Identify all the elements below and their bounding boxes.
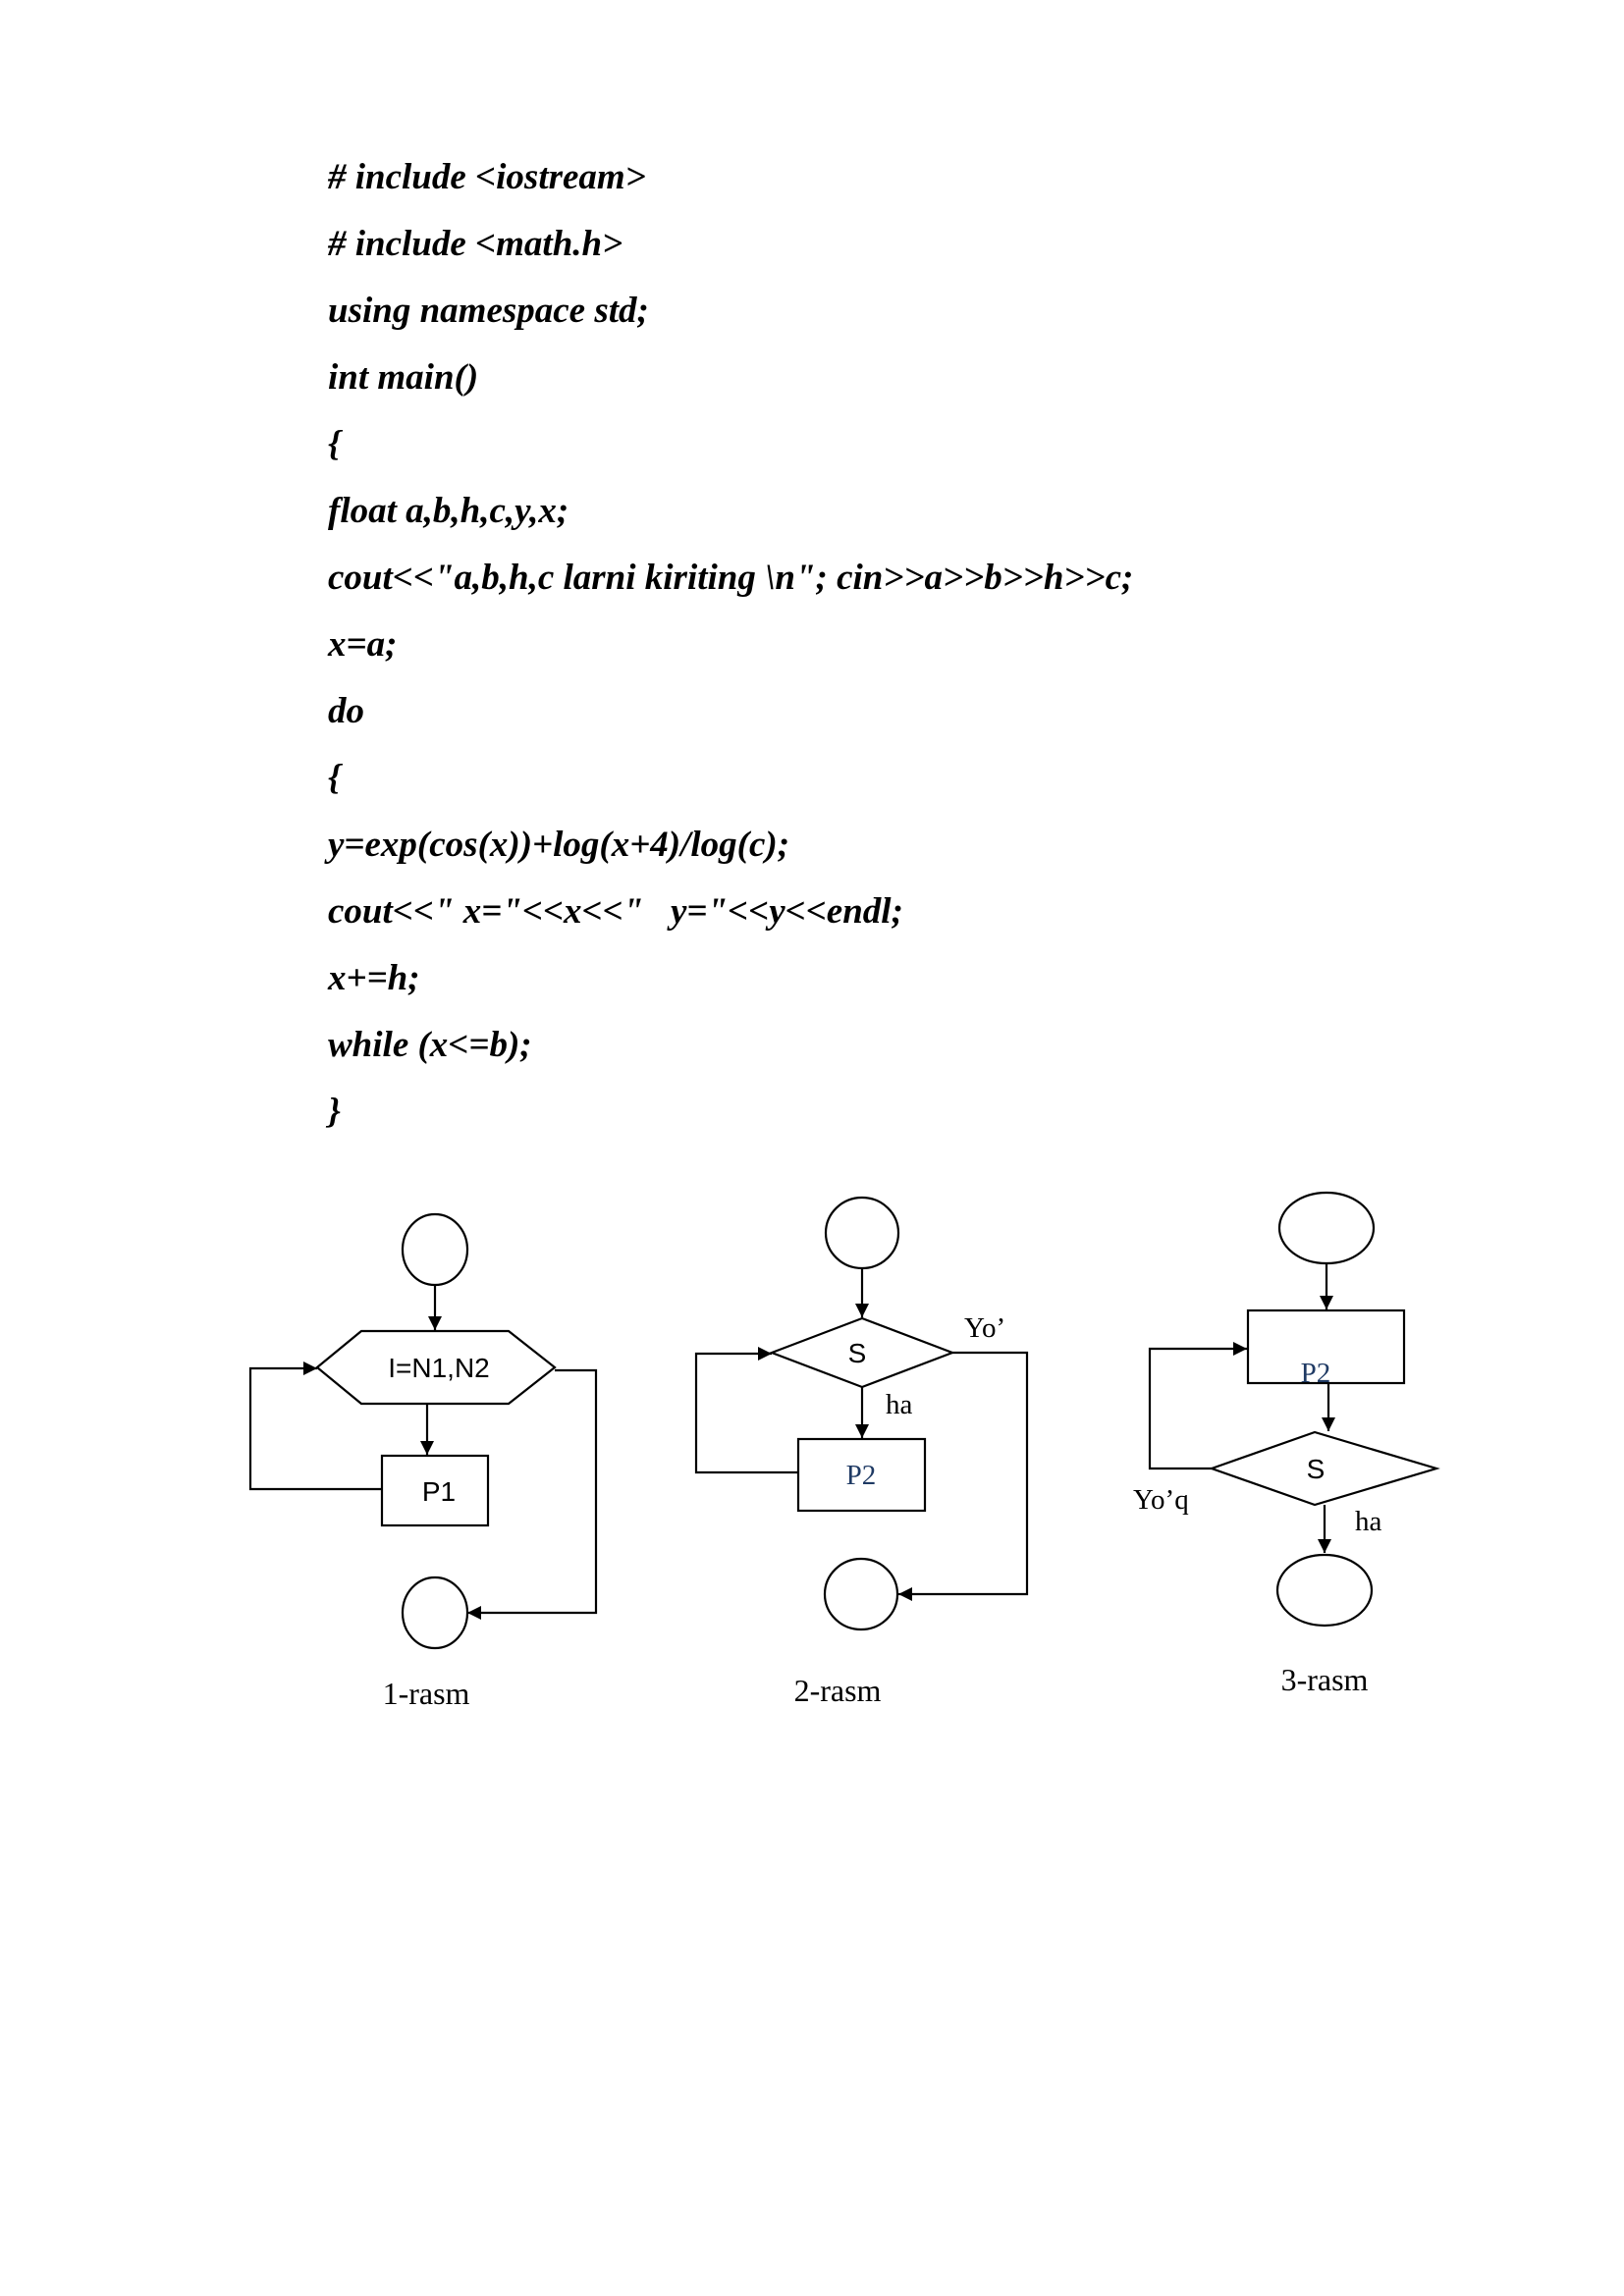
code-line: } [328, 1092, 341, 1132]
code-line: cout<<" x="<<x<<" y="<<y<<endl; [328, 891, 903, 932]
code-line: # include <math.h> [328, 224, 623, 264]
no-branch-label: Yo’q [1133, 1484, 1189, 1516]
start-terminal [824, 1196, 900, 1270]
code-line: { [328, 758, 341, 798]
loop-hexagon [315, 1329, 557, 1406]
exit-arrow [467, 1368, 598, 1620]
yes-branch-label: ha [1355, 1506, 1382, 1537]
condition-label: S [1307, 1454, 1326, 1484]
code-line: cout<<"a,b,h,c larni kiriting \n"; cin>>… [328, 558, 1134, 598]
code-line: do [328, 691, 364, 731]
code-line: { [328, 424, 341, 464]
process-label: P2 [1301, 1358, 1331, 1389]
figure-1-for-loop: I=N1,N2 P1 1-rasm [248, 1212, 598, 1711]
yes-branch-label: ha [886, 1389, 913, 1420]
code-line: y=exp(cos(x))+log(x+4)/log(c); [328, 825, 790, 865]
end-terminal [401, 1575, 469, 1650]
start-terminal [1277, 1191, 1376, 1265]
code-line: float a,b,h,c,y,x; [328, 491, 569, 531]
process-box [1246, 1308, 1406, 1385]
exit-arrow [898, 1351, 1029, 1601]
code-line: int main() [328, 357, 479, 398]
end-terminal [823, 1557, 899, 1631]
figure-caption: 1-rasm [383, 1676, 470, 1711]
code-line: x=a; [328, 624, 398, 665]
code-line: # include <iostream> [328, 157, 646, 197]
code-line: while (x<=b); [328, 1025, 532, 1065]
process-label: P2 [846, 1460, 877, 1491]
figure-3-do-while-loop: P2 S Yo’q ha 3-rasm [1133, 1191, 1440, 1697]
process-box [796, 1437, 927, 1513]
loop-back-arrow [248, 1362, 382, 1491]
process-label: P1 [422, 1476, 456, 1507]
code-line: x+=h; [328, 958, 420, 998]
figure-2-while-loop: S Yo’ ha P2 2-rasm [694, 1196, 1029, 1708]
no-branch-label: Yo’ [964, 1312, 1005, 1344]
process-box [380, 1454, 490, 1527]
loop-back-arrow [694, 1347, 798, 1474]
start-terminal [401, 1212, 469, 1287]
figure-caption: 3-rasm [1281, 1662, 1369, 1697]
loop-label: I=N1,N2 [388, 1353, 490, 1383]
code-line: using namespace std; [328, 291, 649, 331]
figure-caption: 2-rasm [794, 1673, 882, 1708]
end-terminal [1275, 1553, 1374, 1628]
loop-back-arrow [1148, 1342, 1247, 1470]
condition-label: S [848, 1338, 867, 1368]
condition-diamond [1208, 1430, 1440, 1507]
